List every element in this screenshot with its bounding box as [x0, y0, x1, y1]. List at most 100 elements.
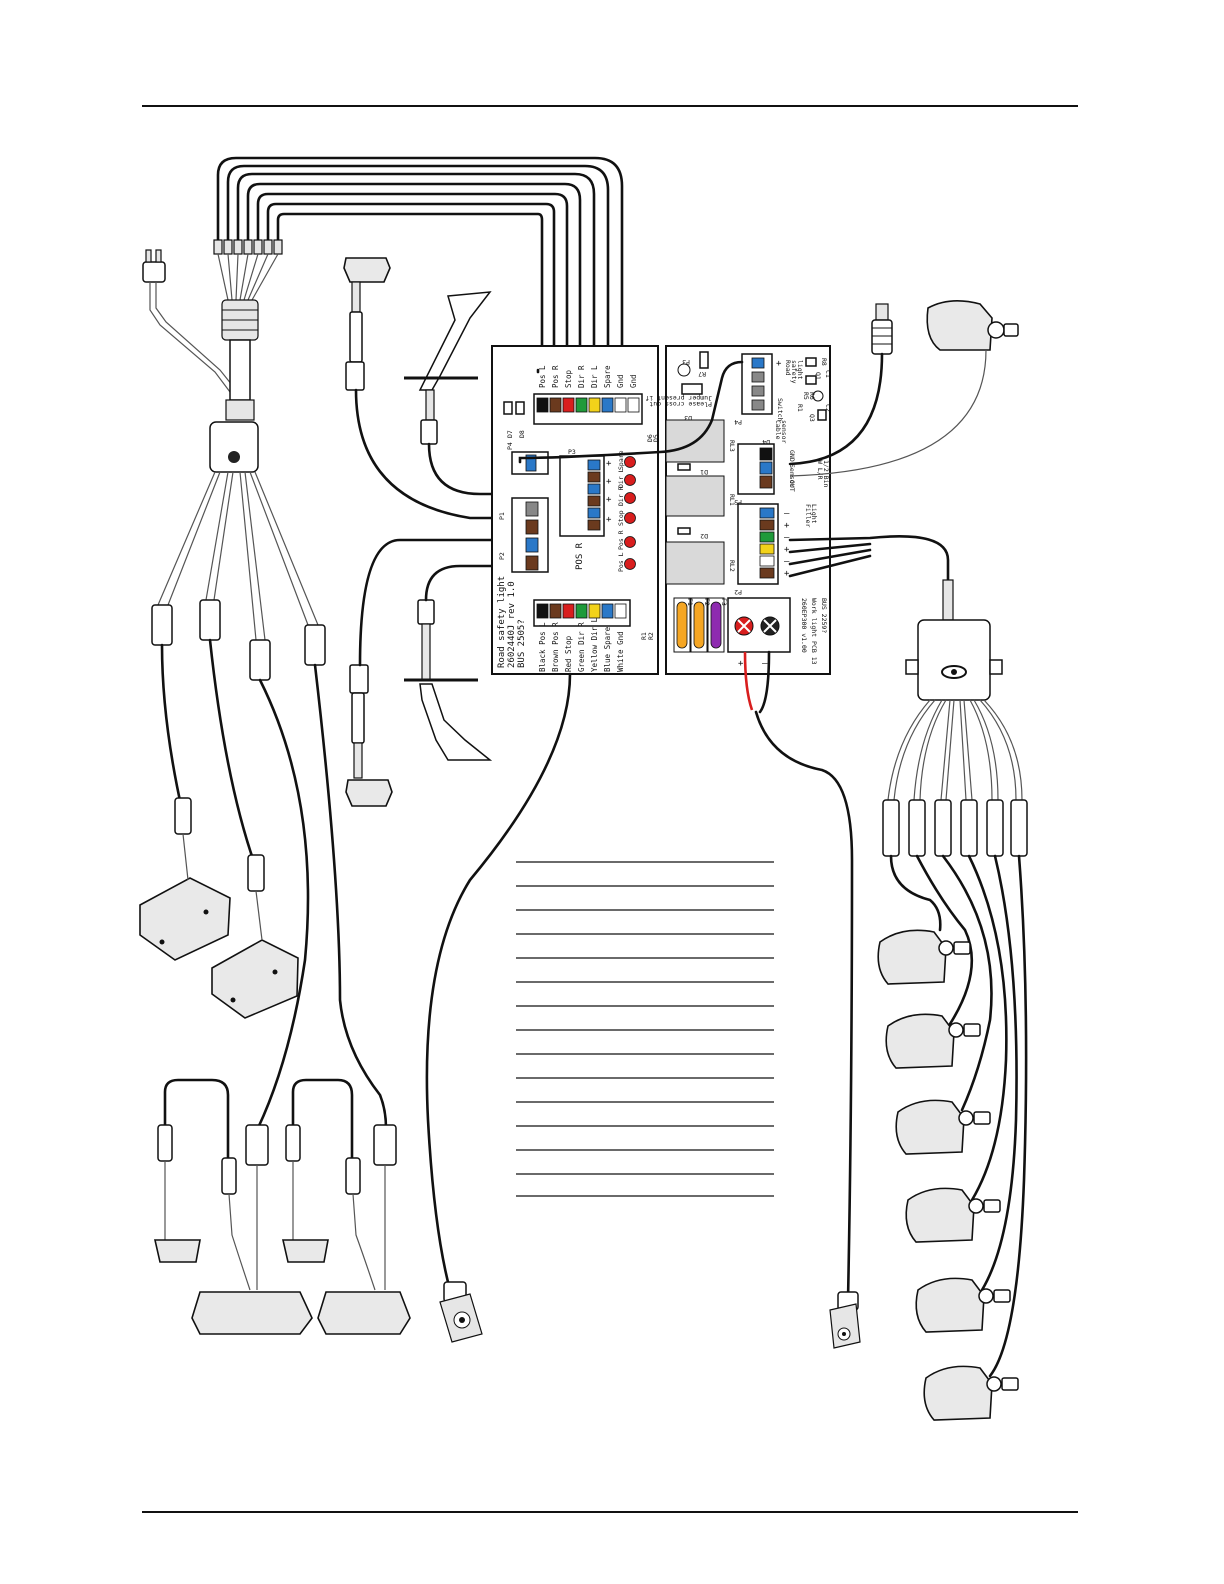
fuse-f2	[693, 601, 705, 649]
component-label: D3	[684, 414, 692, 422]
terminal-label: Dir R	[577, 365, 586, 388]
left-board-bottom-labels: Black Pos L Brown Pos R Red Stop Green D…	[538, 617, 625, 672]
connector-label: P3	[568, 448, 576, 456]
right-board-output-block	[759, 507, 775, 579]
component-label: P2	[734, 588, 742, 596]
bracket-bottom	[419, 683, 493, 761]
lamp-rear-left-small	[153, 1239, 201, 1263]
distribution-box-left	[209, 421, 259, 473]
board-note: safety	[790, 360, 798, 384]
connector-cell	[587, 495, 601, 507]
component-label: R1	[796, 404, 804, 412]
plus-sign: +	[738, 659, 744, 669]
main-harness-loops	[216, 156, 624, 370]
connector-cell	[525, 555, 539, 571]
minus-sign: —	[784, 557, 790, 567]
minus-sign: —	[784, 533, 790, 543]
output-label: W L/R	[816, 460, 824, 480]
terminal-label: Spare	[603, 365, 612, 388]
board-note: sensor	[780, 420, 788, 444]
svg-text:+: +	[606, 477, 612, 487]
branch-connector-4	[304, 624, 326, 666]
plus-sign: +	[776, 359, 782, 369]
board-note: light	[796, 360, 804, 380]
component-label: D4	[762, 438, 770, 446]
board-note: Switch	[776, 398, 784, 422]
connector-cell	[751, 357, 765, 369]
lamp-rear-left-big	[191, 1291, 313, 1335]
fuse-label: F2	[703, 598, 711, 606]
terminal-label: White Gnd	[616, 631, 625, 672]
terminal-label: Pos R	[551, 365, 560, 388]
side-lamp-top	[343, 257, 391, 283]
connector-cell	[759, 519, 775, 531]
board-title-line: 260EP300 v1.00	[800, 598, 808, 653]
box-logo-icon	[228, 451, 240, 463]
component-label: Q1	[814, 372, 822, 380]
relay-label: RL1	[728, 494, 736, 506]
ic-label: D2	[700, 532, 708, 540]
terminal-cell	[588, 397, 601, 413]
board-title-line: BUS 2259?	[820, 598, 828, 633]
distribution-box-right	[905, 619, 1003, 701]
sensor-label: GND	[788, 450, 796, 462]
led-label: Dir L	[617, 468, 625, 488]
fuse-f3	[710, 601, 722, 649]
connector-cell	[759, 555, 775, 567]
connector-cell	[525, 537, 539, 553]
component-label: R6	[808, 392, 816, 400]
terminal-label: Blue Spare	[603, 626, 612, 672]
fuse-f1	[676, 601, 688, 649]
board-note: Road	[784, 360, 792, 376]
svg-text:+: +	[606, 515, 612, 525]
terminal-cell	[601, 603, 614, 619]
sensor-label: OUT	[788, 480, 796, 492]
led-icon	[624, 558, 636, 570]
terminal-label: Brown Pos R	[551, 622, 560, 672]
relay-label: RL3	[728, 440, 736, 452]
work-light-4	[905, 1187, 1001, 1243]
component-label: C1	[824, 370, 832, 378]
board-note: Cable	[774, 420, 782, 440]
svg-text:+: +	[606, 495, 612, 505]
connector-label: P2	[498, 552, 506, 560]
led-label: Stop	[617, 510, 625, 526]
component-label: Q3	[808, 414, 816, 422]
terminal-cell	[549, 397, 562, 413]
component-label: P4	[734, 418, 742, 426]
terminal-label: Gnd	[616, 374, 625, 388]
plus-sign: +	[784, 521, 790, 531]
branch-connector-3	[249, 639, 271, 681]
left-board-leds: Spare Dir L Dir R Stop Pos R Pos L ++++	[606, 450, 636, 572]
left-board-bottom-block	[536, 603, 627, 619]
connector-cell	[587, 459, 601, 471]
left-board-side-block	[525, 501, 539, 571]
relay-rl2	[665, 541, 725, 585]
connector-cell	[525, 519, 539, 535]
connector-cell	[525, 501, 539, 517]
terminal-label: Green Dir R	[577, 622, 586, 672]
pos-label: POS R	[575, 542, 585, 570]
work-light-1	[877, 929, 971, 985]
power-plug	[829, 1291, 861, 1349]
terminal-label: Dir L	[590, 365, 599, 388]
proximity-sensor	[871, 303, 893, 355]
terminal-label: Black Pos L	[538, 622, 547, 672]
connector-cell	[759, 447, 773, 461]
connector-cell	[759, 567, 775, 579]
terminal-cell	[549, 603, 562, 619]
terminal-cell	[536, 397, 549, 413]
connector-cell	[751, 399, 765, 411]
terminal-cell	[627, 397, 640, 413]
bracket-top	[418, 291, 492, 391]
side-lamp-bottom	[345, 779, 393, 807]
component-label: D6	[646, 434, 654, 442]
led-icon	[624, 456, 636, 468]
work-lights-column	[877, 929, 1019, 1421]
right-board-top-area: Jumper present if Please cross out D3 P3…	[645, 351, 712, 422]
output-label: Filler	[804, 504, 812, 528]
board-title-line: Work light PCB 13	[810, 598, 818, 665]
connector-cell	[759, 531, 775, 543]
connector-cell	[525, 454, 537, 472]
